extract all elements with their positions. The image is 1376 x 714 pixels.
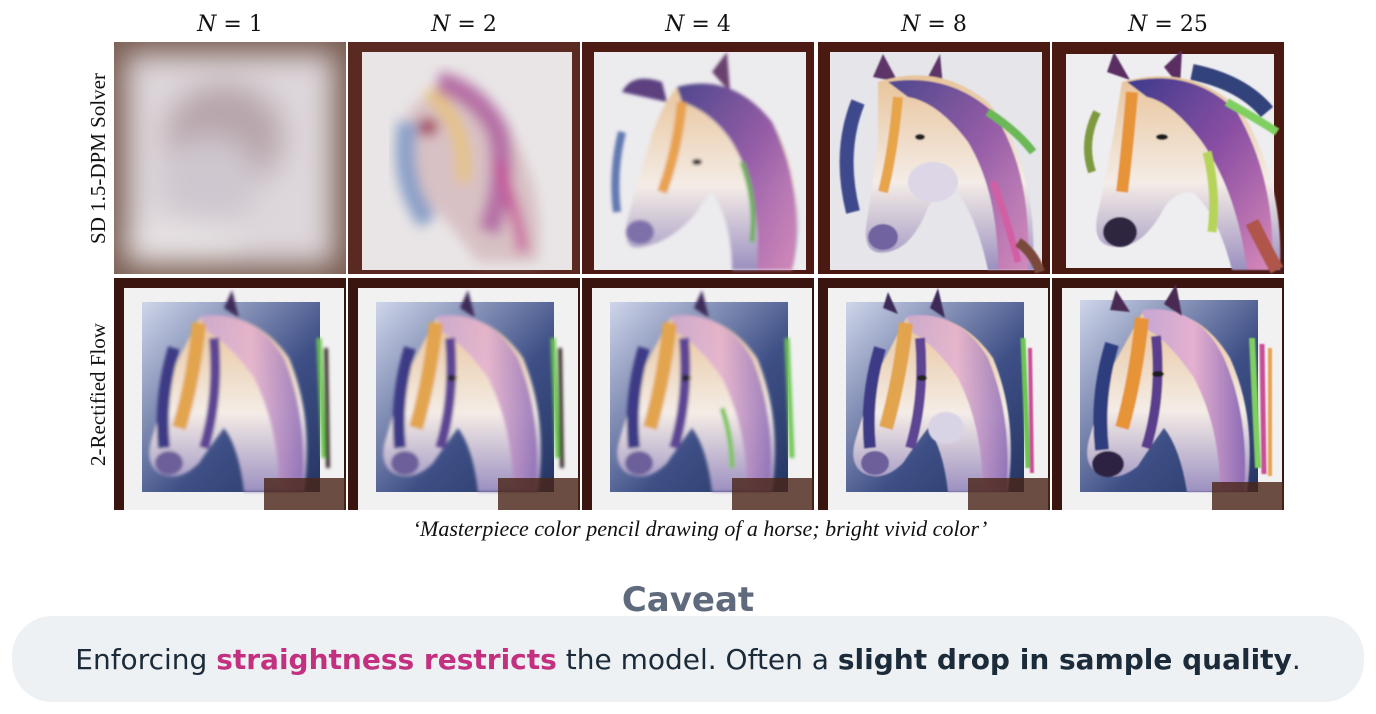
column-header-n25: N = 25 [1052, 12, 1284, 37]
horse-image-sd-n4 [582, 42, 814, 274]
row-label-rectified-flow: 2-Rectified Flow [80, 278, 116, 510]
horse-image-sd-n1 [114, 42, 346, 274]
horse-image-rf-n2 [348, 278, 580, 510]
column-header-value: 8 [952, 12, 967, 37]
column-header-value: 2 [482, 12, 497, 37]
caveat-text-part2: the model. Often a [556, 642, 838, 676]
column-header-label: N = [431, 12, 483, 37]
column-header-label: N = [665, 12, 717, 37]
caveat-title: Caveat [621, 580, 755, 620]
horse-image-sd-n8 [818, 42, 1050, 274]
column-header-n4: N = 4 [582, 12, 814, 37]
row-label-text: 2-Rectified Flow [85, 322, 110, 466]
column-header-n2: N = 2 [348, 12, 580, 37]
column-header-value: 25 [1179, 12, 1208, 37]
caveat-box: Enforcing straightness restricts the mod… [12, 616, 1364, 702]
caveat-text-part3: . [1291, 642, 1301, 676]
row-label-sd-dpm-solver: SD 1.5-DPM Solver [80, 42, 116, 274]
horse-image-rf-n8 [818, 278, 1050, 510]
horse-image-sd-n2 [348, 42, 580, 274]
column-header-value: 4 [716, 12, 731, 37]
horse-image-rf-n25 [1052, 278, 1284, 510]
horse-image-sd-n25 [1052, 42, 1284, 274]
horse-image-rf-n4 [582, 278, 814, 510]
caveat-text-part1: Enforcing [75, 642, 217, 676]
column-header-label: N = [1128, 12, 1180, 37]
column-header-n1: N = 1 [114, 12, 346, 37]
column-header-label: N = [901, 12, 953, 37]
horse-image-rf-n1 [114, 278, 346, 510]
caveat-bold: slight drop in sample quality [837, 642, 1292, 676]
row-label-text: SD 1.5-DPM Solver [85, 72, 110, 244]
column-header-n8: N = 8 [818, 12, 1050, 37]
column-header-label: N = [197, 12, 249, 37]
caveat-highlight: straightness restricts [216, 642, 557, 676]
column-header-value: 1 [248, 12, 263, 37]
figure-caption: ‘Masterpiece color pencil drawing of a h… [412, 516, 988, 541]
